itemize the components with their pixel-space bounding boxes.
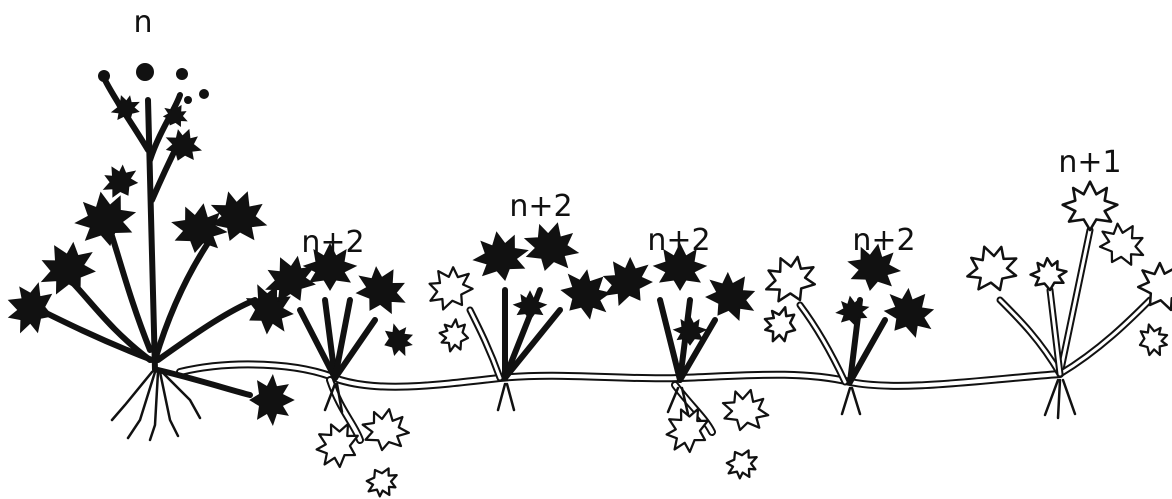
stolon-runner <box>180 364 1060 440</box>
label-first-node: n+1 <box>1058 145 1121 180</box>
label-daughter-2: n+2 <box>509 189 572 224</box>
label-daughter-1: n+2 <box>301 225 364 260</box>
mother-plant-roots <box>112 372 200 440</box>
label-mother: n <box>133 5 152 40</box>
daughter-plant-3: n+2 <box>592 223 773 485</box>
mother-plant-stems <box>30 80 255 395</box>
label-daughter-3: n+2 <box>647 223 710 258</box>
mother-plant: n <box>0 5 303 440</box>
label-daughter-4: n+2 <box>852 223 915 258</box>
